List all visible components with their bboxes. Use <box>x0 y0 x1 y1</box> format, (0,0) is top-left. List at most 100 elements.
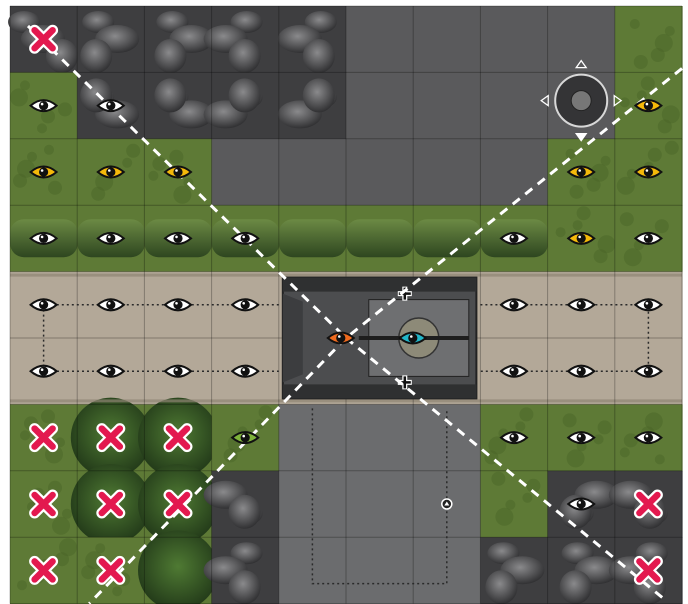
gunner-eye-icon[interactable] <box>400 333 426 344</box>
eye-pupil <box>644 167 653 176</box>
eye-yellow-icon[interactable] <box>635 167 661 178</box>
eye-white-icon[interactable] <box>98 233 124 244</box>
eye-glint <box>108 368 111 371</box>
cross-icon[interactable] <box>639 495 657 513</box>
compass-arrow-icon[interactable] <box>541 96 548 106</box>
eye-glint <box>175 236 178 239</box>
eye-glint <box>646 236 649 239</box>
eye-pupil <box>509 234 518 243</box>
eye-yellow-icon[interactable] <box>635 100 661 111</box>
eye-glint <box>242 302 245 305</box>
eye-glint <box>242 368 245 371</box>
eye-pupil <box>577 433 586 442</box>
eye-glint <box>41 236 44 239</box>
eye-white-icon[interactable] <box>635 233 661 244</box>
eye-pupil <box>173 234 182 243</box>
eye-pupil <box>644 433 653 442</box>
eye-yellow-icon[interactable] <box>568 167 594 178</box>
eye-white-icon[interactable] <box>635 299 661 310</box>
cross-icon[interactable] <box>169 429 187 447</box>
eye-glint <box>511 368 514 371</box>
cross-icon[interactable] <box>639 561 657 579</box>
facing-compass[interactable] <box>541 61 621 141</box>
eye-white-icon[interactable] <box>232 299 258 310</box>
eye-pupil <box>644 300 653 309</box>
eye-glint <box>175 302 178 305</box>
eye-pupil <box>173 167 182 176</box>
eye-white-icon[interactable] <box>568 432 594 443</box>
eye-white-icon[interactable] <box>31 299 57 310</box>
eye-pupil <box>106 300 115 309</box>
armored-halftrack[interactable] <box>283 278 477 399</box>
cross-icon[interactable] <box>169 495 187 513</box>
eye-pupil <box>408 333 417 342</box>
compass-arrow-icon[interactable] <box>614 96 621 106</box>
eye-yellow-icon[interactable] <box>568 233 594 244</box>
eye-white-icon[interactable] <box>31 100 57 111</box>
eye-glint <box>108 302 111 305</box>
cross-icon[interactable] <box>35 429 53 447</box>
eye-pupil <box>577 499 586 508</box>
eye-glint <box>41 302 44 305</box>
eye-glint <box>646 435 649 438</box>
eye-pupil <box>509 300 518 309</box>
eye-white-icon[interactable] <box>501 366 527 377</box>
eye-pupil <box>577 300 586 309</box>
eye-glint <box>175 368 178 371</box>
eye-white-icon[interactable] <box>568 366 594 377</box>
eye-pupil <box>241 234 250 243</box>
cross-icon[interactable] <box>102 495 120 513</box>
eye-white-icon[interactable] <box>165 299 191 310</box>
eye-green-icon[interactable] <box>232 432 258 443</box>
eye-glint <box>646 103 649 106</box>
eye-pupil <box>509 433 518 442</box>
eye-white-icon[interactable] <box>232 233 258 244</box>
eye-glint <box>578 435 581 438</box>
eye-glint <box>175 169 178 172</box>
eye-pupil <box>106 167 115 176</box>
cross-icon[interactable] <box>35 495 53 513</box>
eye-white-icon[interactable] <box>98 100 124 111</box>
driver-eye-icon[interactable] <box>328 333 354 344</box>
compass-figure <box>571 91 591 111</box>
eye-white-icon[interactable] <box>568 499 594 510</box>
eye-white-icon[interactable] <box>635 432 661 443</box>
eye-white-icon[interactable] <box>98 299 124 310</box>
eye-glint <box>578 302 581 305</box>
eye-glint <box>338 335 341 338</box>
eye-pupil <box>39 234 48 243</box>
eye-pupil <box>577 167 586 176</box>
eye-white-icon[interactable] <box>501 299 527 310</box>
eye-pupil <box>241 367 250 376</box>
eye-white-icon[interactable] <box>232 366 258 377</box>
eye-glint <box>578 501 581 504</box>
eye-pupil <box>106 367 115 376</box>
vehicle-track <box>283 278 477 292</box>
eye-yellow-icon[interactable] <box>98 167 124 178</box>
eye-pupil <box>173 367 182 376</box>
cross-icon[interactable] <box>102 561 120 579</box>
cross-icon[interactable] <box>35 561 53 579</box>
eye-white-icon[interactable] <box>31 233 57 244</box>
eye-yellow-icon[interactable] <box>165 167 191 178</box>
eye-pupil <box>241 300 250 309</box>
eye-glint <box>578 169 581 172</box>
cross-icon[interactable] <box>35 30 53 48</box>
eye-white-icon[interactable] <box>635 366 661 377</box>
eye-white-icon[interactable] <box>501 233 527 244</box>
cross-icon[interactable] <box>102 429 120 447</box>
compass-arrow-icon[interactable] <box>576 134 586 141</box>
eye-white-icon[interactable] <box>31 366 57 377</box>
vehicle-front <box>283 294 303 383</box>
eye-yellow-icon[interactable] <box>31 167 57 178</box>
eye-white-icon[interactable] <box>165 366 191 377</box>
eye-white-icon[interactable] <box>98 366 124 377</box>
compass-arrow-icon[interactable] <box>576 61 586 68</box>
eye-white-icon[interactable] <box>568 299 594 310</box>
eye-pupil <box>644 234 653 243</box>
eye-pupil <box>577 367 586 376</box>
eye-white-icon[interactable] <box>501 432 527 443</box>
eye-glint <box>646 368 649 371</box>
eye-white-icon[interactable] <box>165 233 191 244</box>
